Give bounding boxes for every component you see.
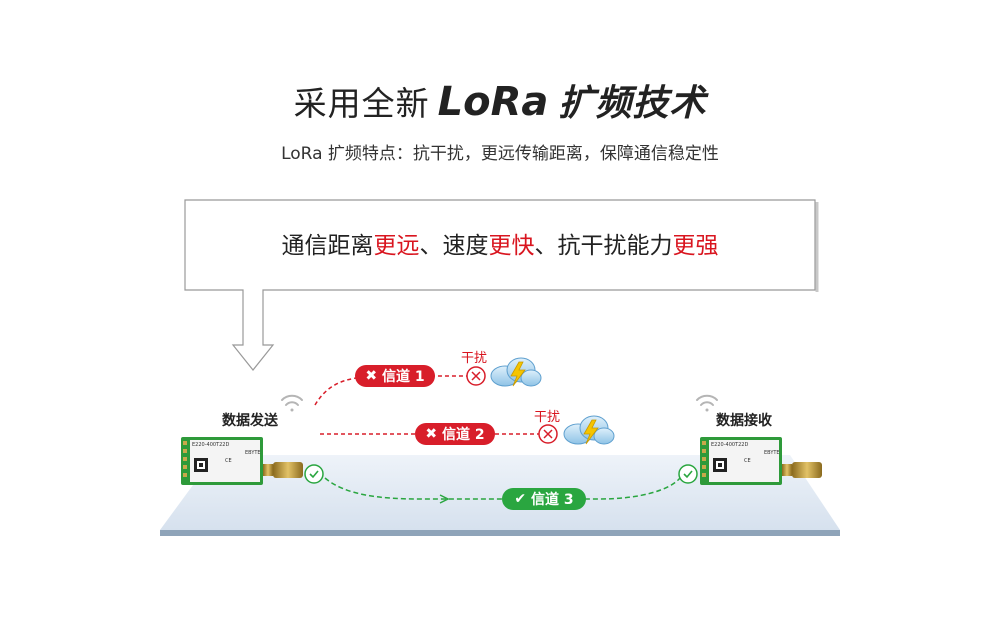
channel-3-badge: ✔信道 3 — [502, 488, 586, 510]
module-model-left: E220-400T22D — [192, 442, 230, 448]
storm-cloud-icon — [563, 415, 615, 445]
close-icon: ✖ — [425, 426, 438, 442]
callout-seg3: 、速度 — [419, 233, 489, 259]
receiver-label: 数据接收 — [716, 413, 772, 429]
module-brand-right: EBYTE — [764, 450, 780, 456]
channel-2-label: 信道 2 — [442, 427, 485, 443]
channel-3-path — [324, 477, 681, 500]
channel-3-arrow — [439, 494, 450, 504]
channel-1-badge: ✖信道 1 — [355, 365, 435, 387]
platform — [160, 455, 840, 536]
title-lora: LoRa — [437, 79, 549, 125]
blocked-icon — [538, 424, 558, 444]
callout-seg6: 更强 — [672, 233, 719, 259]
module-brand-left: EBYTE — [245, 450, 261, 456]
module-model-right: E220-400T22D — [711, 442, 749, 448]
check-icon: ✔ — [514, 491, 527, 507]
module-ce-right: CE — [744, 458, 751, 464]
close-icon: ✖ — [365, 368, 378, 384]
module-ce-left: CE — [225, 458, 232, 464]
sender-label: 数据发送 — [222, 413, 278, 429]
page-subtitle: LoRa 扩频特点：抗干扰，更远传输距离，保障通信稳定性 — [281, 144, 719, 164]
callout-seg5: 、抗干扰能力 — [534, 233, 673, 259]
channel-1-label: 信道 1 — [382, 369, 425, 385]
callout-seg4: 更快 — [488, 233, 535, 259]
channel-2-badge: ✖信道 2 — [415, 423, 495, 445]
lora-module-sender — [181, 437, 303, 485]
callout-text: 通信距离更远、速度更快、抗干扰能力更强 — [185, 226, 815, 260]
channel-1-path — [314, 375, 470, 406]
lora-module-receiver — [700, 437, 822, 485]
title-prefix: 采用全新 — [293, 84, 430, 123]
wifi-icon — [281, 394, 303, 412]
callout-seg2: 更远 — [373, 233, 420, 259]
check-circle-icon — [678, 464, 698, 484]
blocked-icon — [466, 366, 486, 386]
callout-seg1: 通信距离 — [281, 233, 374, 259]
channel-3-label: 信道 3 — [531, 492, 574, 508]
title-suffix: 扩频技术 — [558, 83, 707, 124]
interference-label-1: 干扰 — [461, 351, 488, 366]
check-circle-icon — [304, 464, 324, 484]
interference-label-2: 干扰 — [534, 410, 561, 425]
callout-box — [184, 199, 819, 371]
storm-cloud-icon — [490, 357, 542, 387]
wifi-icon — [696, 394, 718, 412]
